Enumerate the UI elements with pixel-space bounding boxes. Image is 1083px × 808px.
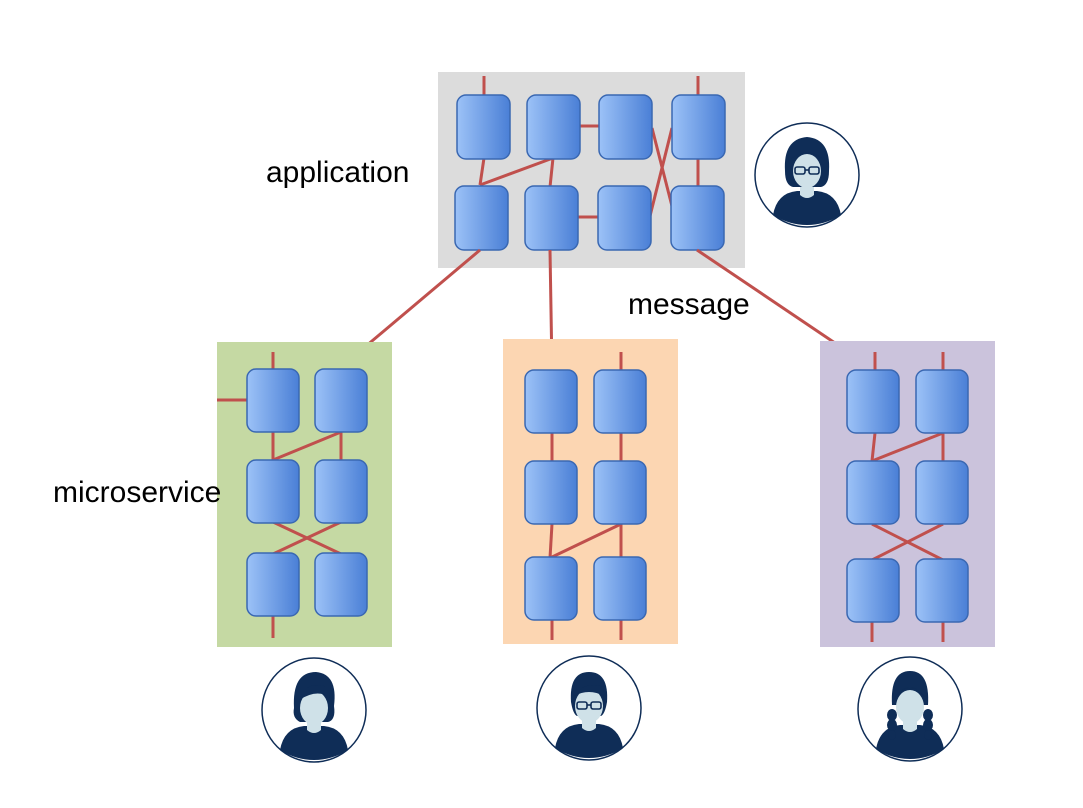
microservice-connectors <box>548 352 623 640</box>
woman-with-glasses-icon <box>536 655 642 761</box>
woman-icon <box>261 657 367 763</box>
component <box>526 94 581 160</box>
component <box>846 460 900 525</box>
component <box>597 185 652 251</box>
component <box>314 459 368 524</box>
component <box>524 460 578 525</box>
component <box>454 185 509 251</box>
component <box>246 459 300 524</box>
microservice-components <box>846 369 969 623</box>
microservice-components <box>524 369 647 621</box>
component <box>246 368 300 433</box>
woman-with-glasses-icon <box>754 122 860 228</box>
microservice-connectors <box>217 352 343 638</box>
component <box>524 185 579 251</box>
component <box>846 558 900 623</box>
component <box>593 556 647 621</box>
component <box>670 185 725 251</box>
component <box>524 556 578 621</box>
microservice-label: microservice <box>53 476 221 509</box>
microservice-connectors <box>870 352 945 642</box>
microservice-block-orange <box>503 339 678 644</box>
microservice-block-green <box>217 342 392 647</box>
component <box>593 460 647 525</box>
component <box>593 369 647 434</box>
component <box>846 369 900 434</box>
component <box>246 552 300 617</box>
component <box>314 368 368 433</box>
application-block <box>438 72 745 268</box>
component <box>524 369 578 434</box>
component <box>314 552 368 617</box>
microservice-block-purple <box>820 341 995 647</box>
component <box>598 94 653 160</box>
application-label: application <box>266 156 409 189</box>
application-connectors <box>478 76 700 219</box>
component <box>915 460 969 525</box>
microservice-components <box>246 368 368 617</box>
component <box>915 369 969 434</box>
component <box>915 558 969 623</box>
component <box>456 94 511 160</box>
message-label: message <box>628 288 750 321</box>
application-components <box>454 94 726 251</box>
woman-with-braids-icon <box>857 656 963 762</box>
component <box>671 94 726 160</box>
